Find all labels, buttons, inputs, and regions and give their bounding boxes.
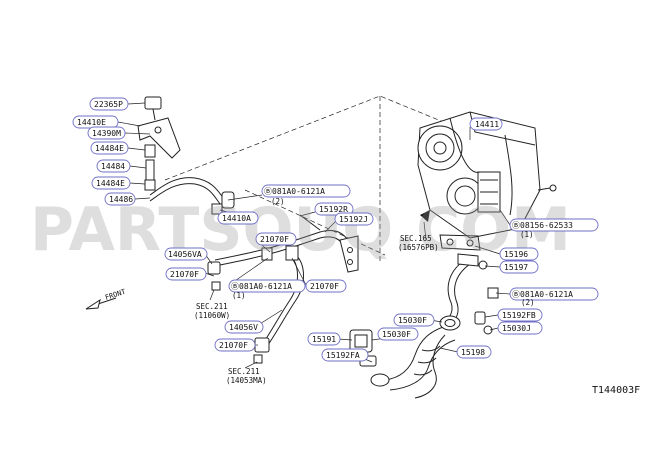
turbocharger-assembly bbox=[417, 111, 557, 251]
callout-text: 15192FA bbox=[326, 351, 360, 360]
callout-text: 15030J bbox=[502, 324, 531, 333]
front-label: FRONT bbox=[104, 288, 127, 302]
callout-14410a[interactable]: 14410A bbox=[217, 211, 259, 225]
section-ref-line2: (14053MA) bbox=[226, 376, 267, 385]
callout-text: 22365P bbox=[94, 100, 123, 109]
callout-text: 14410E bbox=[77, 118, 106, 127]
callout-15192j[interactable]: 15192J bbox=[334, 212, 374, 226]
section-references: SEC.165 (16576PB) SEC.211 (11060W) SEC.2… bbox=[194, 234, 439, 385]
callout-text: Ⓑ08156-62533 bbox=[512, 221, 573, 230]
front-arrow-icon bbox=[85, 298, 101, 310]
callout-15198[interactable]: 15198 bbox=[456, 345, 492, 359]
callout-14486[interactable]: 14486 bbox=[104, 192, 136, 206]
callout-text: 14486 bbox=[109, 195, 133, 204]
callout-bolt-081a0-6121a-right[interactable]: Ⓑ081A0-6121A bbox=[509, 287, 599, 301]
callout-bolt-081a0-6121a-upper[interactable]: Ⓑ081A0-6121A bbox=[261, 184, 351, 198]
qty-note: (1) bbox=[232, 291, 246, 300]
oil-feed-tube bbox=[149, 177, 235, 215]
callout-text: 14056VA bbox=[168, 250, 202, 259]
callout-14056v[interactable]: 14056V bbox=[224, 320, 264, 334]
callout-text: 15192FB bbox=[502, 311, 536, 320]
callout-14056va[interactable]: 14056VA bbox=[164, 247, 208, 261]
callout-text: 21070F bbox=[310, 282, 339, 291]
callout-text: 15198 bbox=[461, 348, 485, 357]
callout-text: 14484E bbox=[95, 144, 124, 153]
diagram-code: T144003F bbox=[592, 385, 640, 396]
callout-14484e-bottom[interactable]: 14484E bbox=[91, 176, 131, 190]
section-ref-line2: (11060W) bbox=[194, 311, 230, 320]
callout-text: Ⓑ081A0-6121A bbox=[231, 282, 292, 291]
section-ref-line1: SEC.211 bbox=[228, 367, 260, 376]
callout-bolt-081a0-6121a-middle[interactable]: Ⓑ081A0-6121A bbox=[228, 279, 306, 293]
callout-text: 14484 bbox=[101, 162, 125, 171]
front-indicator: FRONT bbox=[85, 288, 127, 310]
qty-note: (1) bbox=[520, 230, 534, 239]
section-ref-line2: (16576PB) bbox=[398, 243, 439, 252]
callout-text: 15196 bbox=[504, 250, 528, 259]
callout-text: 14390M bbox=[92, 129, 121, 138]
section-ref-line1: SEC.211 bbox=[196, 302, 228, 311]
callout-text: 14410A bbox=[222, 214, 251, 223]
callout-15196[interactable]: 15196 bbox=[499, 247, 539, 261]
callout-text: 14484E bbox=[96, 179, 125, 188]
qty-note: (2) bbox=[521, 298, 535, 307]
callout-21070f-right[interactable]: 21070F bbox=[305, 279, 347, 293]
callout-21070f-left[interactable]: 21070F bbox=[165, 267, 207, 281]
callout-text: 15192R bbox=[319, 205, 348, 214]
callout-15030j[interactable]: 15030J bbox=[497, 321, 543, 335]
section-ref-line1: SEC.165 bbox=[400, 234, 432, 243]
callout-text: 14411 bbox=[475, 120, 499, 129]
callout-text: Ⓑ081A0-6121A bbox=[512, 290, 573, 299]
quantity-notes: (2) (1) (1) (2) bbox=[232, 197, 535, 307]
callout-14410e[interactable]: 14410E bbox=[72, 115, 119, 129]
callout-15192fb[interactable]: 15192FB bbox=[497, 308, 543, 322]
callout-14484[interactable]: 14484 bbox=[96, 159, 131, 173]
callout-text: 15197 bbox=[504, 263, 528, 272]
callout-text: 14056V bbox=[229, 323, 258, 332]
callout-15191[interactable]: 15191 bbox=[307, 332, 341, 346]
watermark: PARTSOUQ.COM bbox=[30, 195, 571, 265]
callout-text: 15030F bbox=[398, 316, 427, 325]
sensor-and-bracket bbox=[137, 96, 181, 191]
callout-15192r[interactable]: 15192R bbox=[314, 202, 354, 216]
leader-lines bbox=[117, 102, 511, 369]
callout-15030f-left[interactable]: 15030F bbox=[377, 327, 419, 341]
callout-14390m[interactable]: 14390M bbox=[87, 126, 126, 140]
callout-22365p[interactable]: 22365P bbox=[89, 97, 129, 111]
callout-21070f-lower[interactable]: 21070F bbox=[214, 338, 256, 352]
callout-15197[interactable]: 15197 bbox=[499, 260, 539, 274]
callout-text: 21070F bbox=[219, 341, 248, 350]
callout-text: 15192J bbox=[339, 215, 368, 224]
callout-labels: 22365P 14410E 14390M 14484E 14484 14484E… bbox=[72, 97, 599, 362]
callout-text: 15191 bbox=[312, 335, 336, 344]
callout-15030f-right[interactable]: 15030F bbox=[393, 313, 435, 327]
callout-15192fa[interactable]: 15192FA bbox=[321, 348, 369, 362]
callout-text: Ⓑ081A0-6121A bbox=[264, 187, 325, 196]
callout-text: 15030F bbox=[382, 330, 411, 339]
callout-14484e-top[interactable]: 14484E bbox=[90, 141, 129, 155]
callout-text: 21070F bbox=[260, 235, 289, 244]
reference-frame bbox=[164, 95, 469, 262]
callout-bolt-08156-62533[interactable]: Ⓑ08156-62533 bbox=[509, 218, 599, 232]
qty-note: (2) bbox=[271, 197, 285, 206]
callout-14411[interactable]: 14411 bbox=[469, 117, 503, 131]
callout-text: 21070F bbox=[170, 270, 199, 279]
callout-21070f-upper[interactable]: 21070F bbox=[255, 232, 297, 246]
